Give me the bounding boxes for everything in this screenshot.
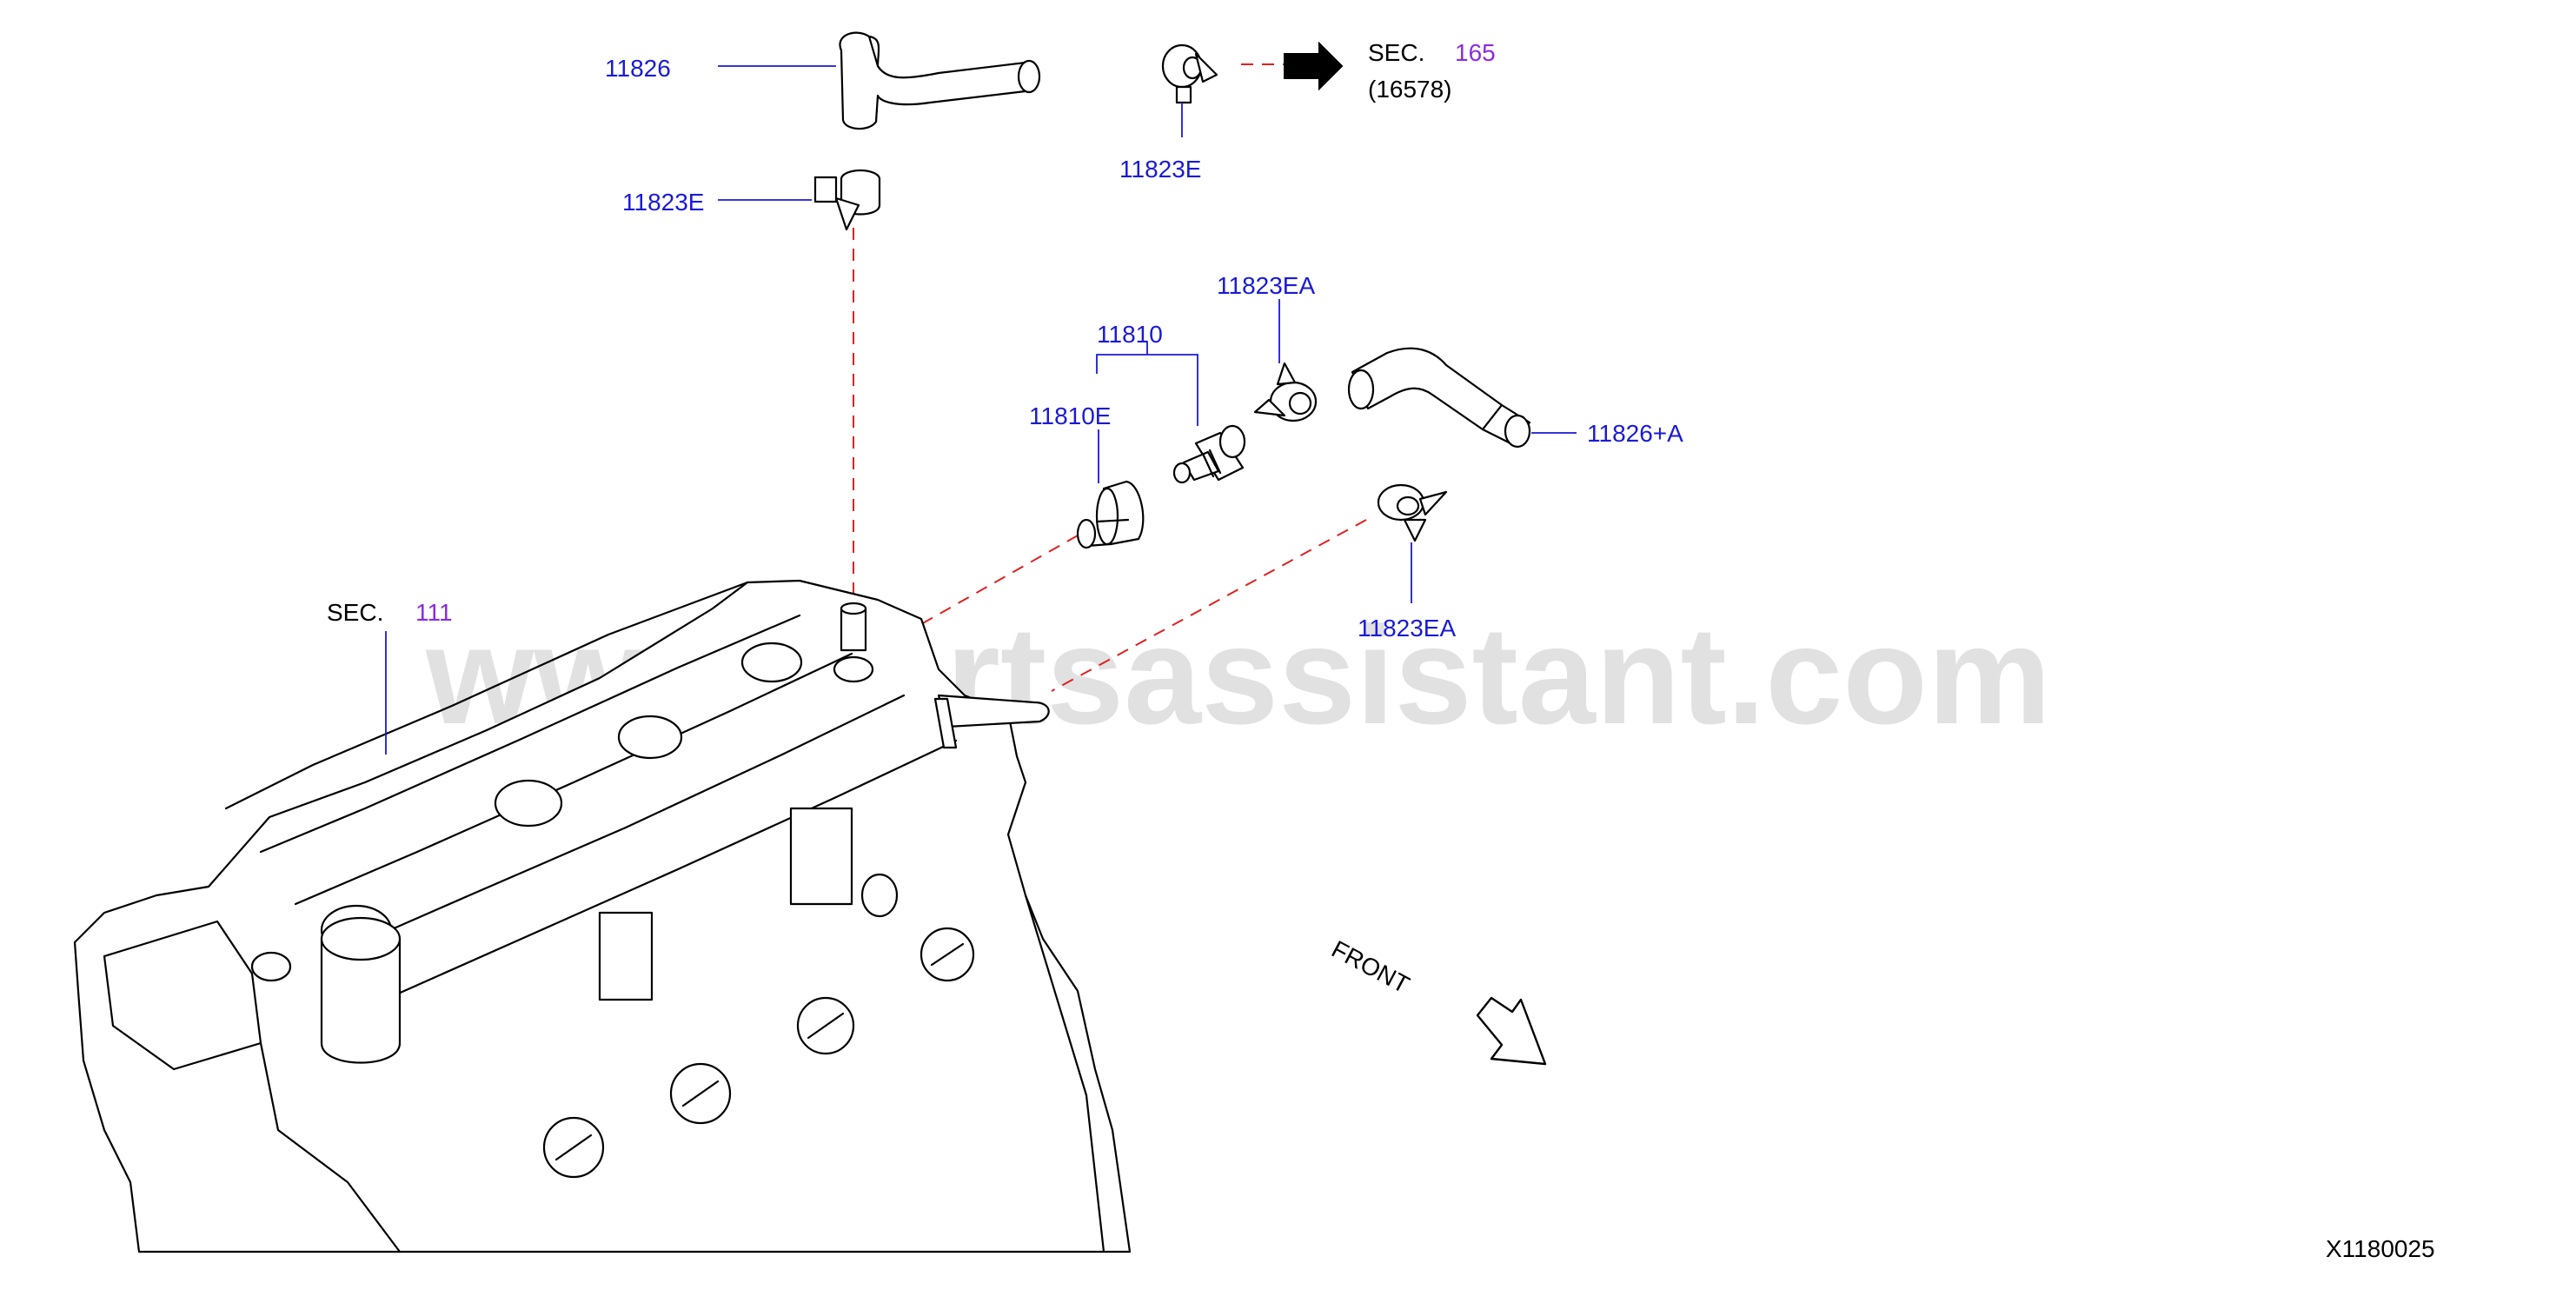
sec165-prefix: SEC. <box>1368 39 1424 66</box>
cylinder-head-drawing <box>73 579 1132 1253</box>
clamp-11823ea-top-drawing <box>1253 362 1318 422</box>
sec111-number: 111 <box>415 599 453 626</box>
sec165-number: 165 <box>1455 39 1496 66</box>
part-label-11823e-top: 11823E <box>1119 156 1201 183</box>
sec165-arrow <box>1284 41 1344 91</box>
clamp-11823e-left-drawing <box>813 169 881 231</box>
hose-11826-drawing <box>839 31 1041 130</box>
diagram-code: X1180025 <box>2326 1235 2435 1262</box>
part-label-11810: 11810 <box>1097 321 1163 348</box>
part-label-11823ea-top: 11823EA <box>1217 272 1315 299</box>
front-arrow-icon <box>1476 996 1547 1066</box>
leader-lines <box>385 65 1577 755</box>
front-label: FRONT <box>1327 935 1414 999</box>
part-label-11823ea-bottom: 11823EA <box>1358 615 1456 642</box>
sec165-sub: (16578) <box>1368 76 1452 103</box>
part-label-11826a: 11826+A <box>1587 420 1683 447</box>
grommet-11810e-drawing <box>1076 480 1145 549</box>
dashed-line-valve-to-head <box>920 535 1079 625</box>
sec111-prefix: SEC. <box>327 599 383 626</box>
assembly-lines <box>853 63 1367 692</box>
hose-11826a-drawing <box>1347 347 1531 449</box>
part-label-11810e: 11810E <box>1029 402 1111 429</box>
part-label-11826: 11826 <box>605 55 671 82</box>
dashed-line-clamp-to-tube <box>1051 519 1367 692</box>
clamp-11823ea-bottom-drawing <box>1377 483 1448 542</box>
clamp-11823e-top-drawing <box>1161 43 1218 104</box>
part-label-11823e-left: 11823E <box>622 189 704 216</box>
pcv-valve-11810-drawing <box>1172 424 1246 484</box>
